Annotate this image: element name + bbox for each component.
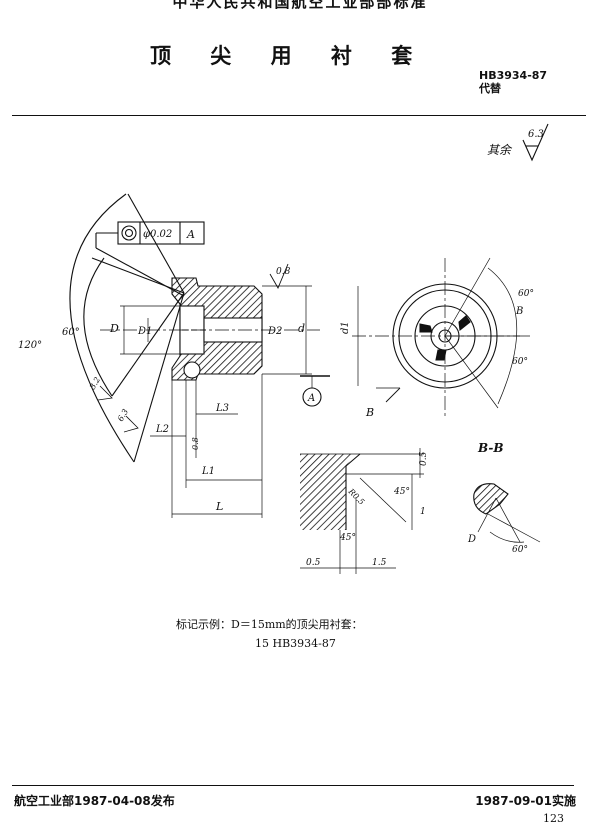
technical-drawing: 其余 6.3 120° 60° φ0.02 A xyxy=(18,123,549,574)
dim-L1: L1 xyxy=(201,466,215,477)
dim-d: d xyxy=(298,322,305,335)
header-rule xyxy=(12,115,586,116)
issuer-heading: 中华人民共和国航空工业部部标准 xyxy=(172,0,428,11)
footer-issued: 航空工业部1987-04-08发布 xyxy=(14,794,175,808)
angle-60-bottom: 60° xyxy=(512,357,528,367)
dim-D1: D1 xyxy=(137,326,152,337)
section-arrow-top: B xyxy=(515,306,523,317)
dim-1: 1 xyxy=(420,507,426,517)
roughness-chamfer-a: 3.2 xyxy=(88,375,102,391)
document-title: 顶 尖 用 衬 套 xyxy=(150,44,429,68)
dim-1-5: 1.5 xyxy=(372,558,387,568)
angle-120-label: 120° xyxy=(18,340,42,351)
dim-0-5-bottom: 0.5 xyxy=(306,558,321,568)
detail-view: 0.5 R0.5 45° 1 45° 0.5 1.5 xyxy=(300,448,429,574)
tolerance-datum: A xyxy=(186,228,195,241)
tolerance-value: φ0.02 xyxy=(143,229,172,240)
angle-60-left-label: 60° xyxy=(62,327,80,338)
roughness-chamfer-b: 6.3 xyxy=(116,407,130,423)
angle-45-b: 45° xyxy=(339,533,356,543)
footer-effective: 1987-09-01实施 xyxy=(475,794,576,808)
standard-number-block: HB3934-87 代替 xyxy=(479,69,547,95)
standard-number: HB3934-87 xyxy=(479,69,548,82)
dim-L3: L3 xyxy=(215,403,229,414)
roughness-outer: 0.8 xyxy=(276,267,291,277)
section-bb: B-B D 60° xyxy=(467,441,541,555)
roughness-rest-label: 其余 xyxy=(487,143,513,157)
replaces-label: 代替 xyxy=(479,82,501,95)
footer-rule xyxy=(12,785,574,786)
dim-L: L xyxy=(215,500,223,513)
angle-45-a: 45° xyxy=(393,487,410,497)
dim-D2: D2 xyxy=(267,326,282,337)
roughness-rest: 其余 6.3 xyxy=(487,123,549,162)
marking-example-line2: 15 HB3934-87 xyxy=(255,637,336,650)
main-section: D D1 D2 d 0.8 A 3.2 6.3 L L1 L2 L3 0.8 xyxy=(88,263,330,518)
section-bb-title: B-B xyxy=(477,441,504,455)
section-arrow-bottom: B xyxy=(365,406,374,419)
datum-marker: A xyxy=(307,393,315,404)
page-number: 123 xyxy=(543,812,564,825)
dim-0-5-top: 0.5 xyxy=(419,451,429,466)
end-view: d1 60° 60° B B xyxy=(340,257,534,419)
roughness-rest-value: 6.3 xyxy=(528,129,544,140)
tolerance-frame: φ0.02 A xyxy=(95,221,205,297)
dim-L2: L2 xyxy=(155,424,169,435)
marking-example-line1: 标记示例：D＝15mm的顶尖用衬套： xyxy=(176,618,363,631)
angle-60-bb: 60° xyxy=(512,545,528,555)
angle-60-top: 60° xyxy=(518,289,534,299)
dim-D: D xyxy=(109,322,119,335)
roughness-bottom: 0.8 xyxy=(191,437,200,450)
section-bb-D: D xyxy=(467,534,476,545)
dim-d1: d1 xyxy=(340,321,351,334)
